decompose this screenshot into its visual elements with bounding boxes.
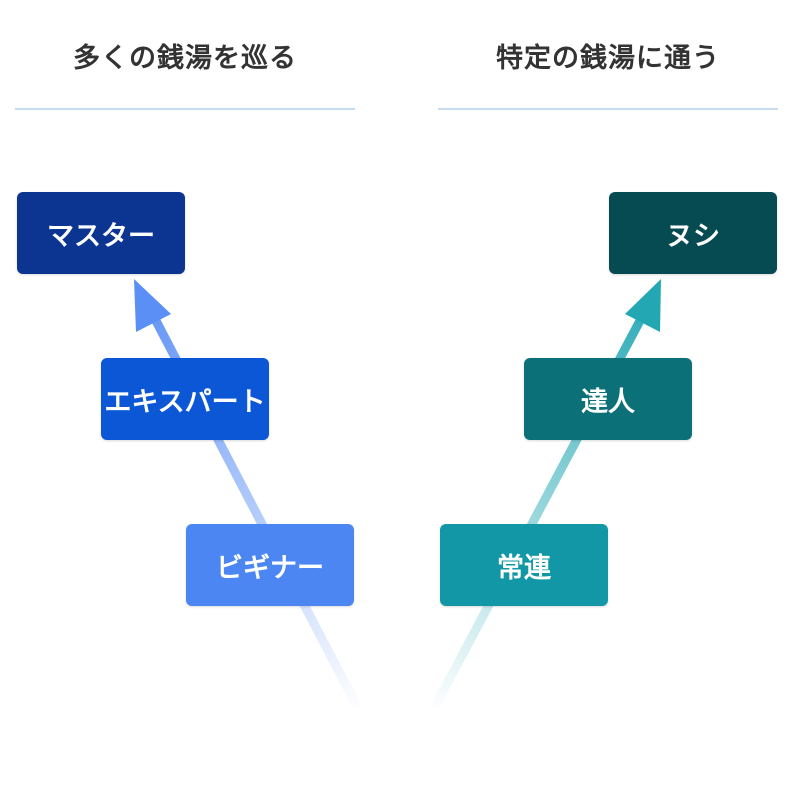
left-divider — [15, 108, 355, 110]
level-box-expert: エキスパート — [101, 358, 269, 440]
level-box-adept: 達人 — [524, 358, 692, 440]
left-arrow-head — [134, 279, 171, 332]
right-divider — [438, 108, 778, 110]
level-box-beginner: ビギナー — [186, 524, 354, 606]
level-box-regular: 常連 — [440, 524, 608, 606]
level-box-nushi: ヌシ — [609, 192, 777, 274]
level-box-master: マスター — [17, 192, 185, 274]
right-arrow-head — [625, 279, 661, 332]
right-column-title: 特定の銭湯に通う — [496, 43, 720, 74]
left-column-title: 多くの銭湯を巡る — [73, 43, 297, 74]
